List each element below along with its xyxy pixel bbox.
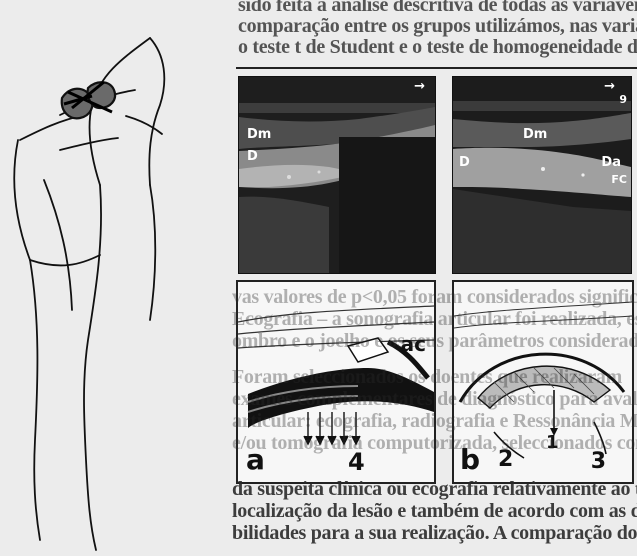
us-right-label-dm: Dm [523, 127, 547, 142]
bottom-line-8: da suspeita clínica ou ecografia relativ… [232, 478, 637, 500]
arm-sketch [0, 20, 230, 556]
bottom-line-5: exames complementares de diagnóstico par… [232, 388, 637, 410]
us-right-top-arrow: → [604, 79, 615, 94]
text-line-2: comparação entre os grupos utilizámos, n… [238, 15, 637, 37]
bottom-line-10: bilidades para a sua realização. A compa… [232, 522, 637, 544]
text-line-1: sido feita a análise descritiva de todas… [238, 0, 637, 16]
us-left-label-dm: Dm [247, 127, 271, 142]
ultrasound-image-right: → 9 Dm D Da FC [452, 76, 632, 274]
bottom-line-3: ombro e o joelho e os seus parâmetros co… [232, 330, 637, 352]
bottom-line-6: articular: ecografia, radiografia e Ress… [232, 410, 637, 432]
us-right-side-digits: 9 [619, 93, 627, 106]
us-left-top-arrow: → [414, 79, 425, 94]
ultrasound-image-left: → Dm D [238, 76, 436, 274]
us-right-label-da: Da [601, 155, 621, 170]
us-left-label-d: D [247, 149, 258, 164]
text-line-3: o teste t de Student e o teste de homoge… [238, 36, 637, 58]
figure-top-rule [236, 67, 637, 69]
bottom-line-2: Ecografia – a sonografia articular foi r… [232, 308, 637, 330]
us-right-label-d: D [459, 155, 470, 170]
bottom-line-7: e/ou tomografia computorizada, seleccion… [232, 432, 637, 454]
us-right-side-code: FC [611, 173, 627, 186]
bottom-line-1: vas valores de p<0,05 foram considerados… [232, 286, 637, 308]
bottom-line-4: Foram seleccionados os doentes que reali… [232, 366, 622, 388]
bottom-line-9: localização da lesão e também de acordo … [232, 500, 637, 522]
